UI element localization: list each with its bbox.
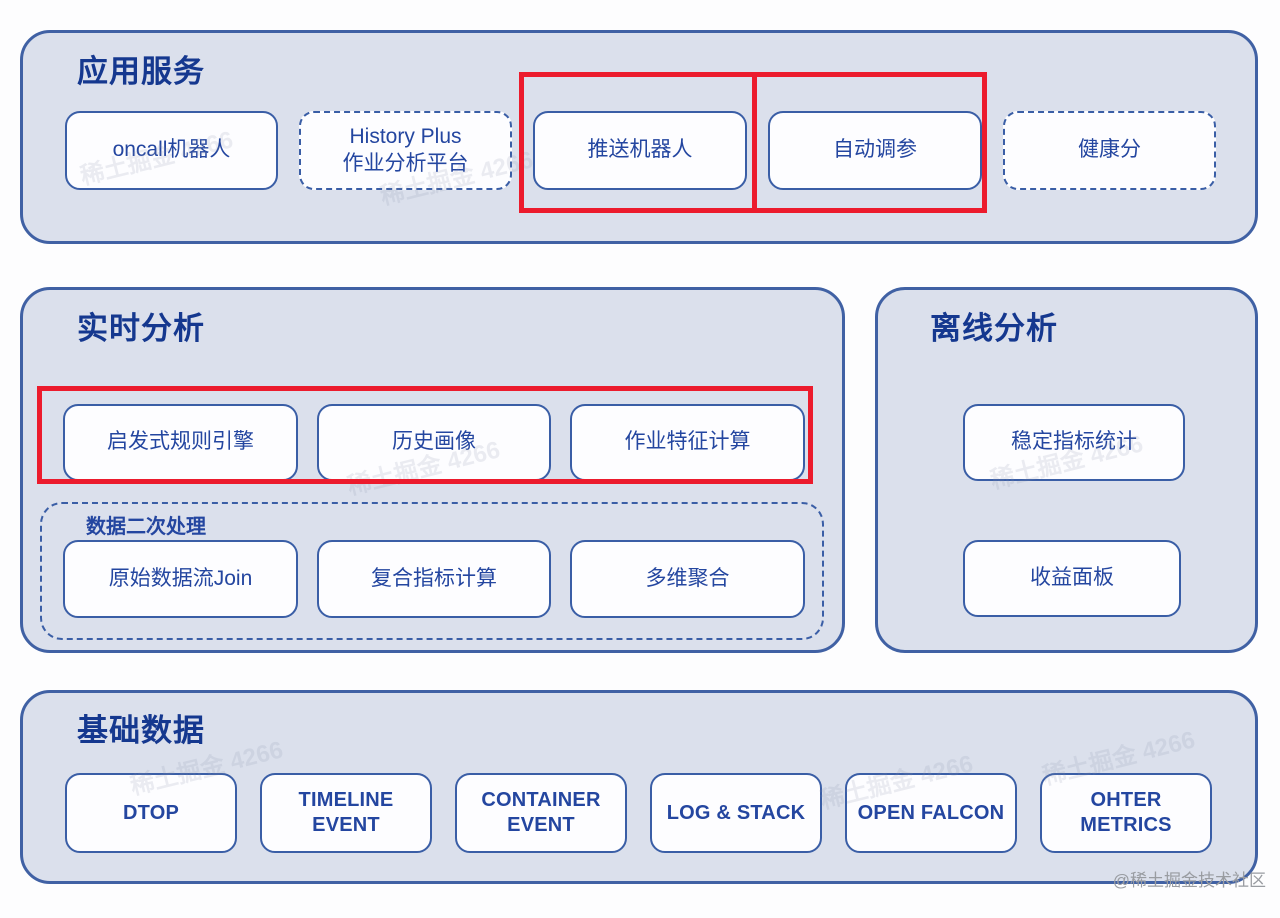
node-composite-metric-computation: 复合指标计算: [317, 540, 551, 618]
node-history-plus-line2: 作业分析平台: [342, 151, 469, 175]
node-container-event: CONTAINER EVENT: [455, 773, 627, 853]
node-revenue-panel-label: 收益面板: [1030, 566, 1114, 590]
node-heuristic-rule-engine: 启发式规则引擎: [63, 404, 298, 481]
node-stable-metric-stats: 稳定指标统计: [963, 404, 1185, 481]
node-auto-tuning-label: 自动调参: [833, 138, 917, 162]
juejin-watermark: @稀土掘金技术社区: [1112, 871, 1266, 890]
node-timeline-event-label: TIMELINE EVENT: [298, 789, 394, 836]
panel-base-data-title: 基础数据: [77, 713, 205, 748]
node-other-metrics-label: OHTER METRICS: [1080, 789, 1172, 836]
node-oncall-bot: oncall机器人: [65, 111, 278, 190]
group-secondary-data-processing-label: 数据二次处理: [86, 516, 206, 538]
node-revenue-panel: 收益面板: [963, 540, 1181, 617]
node-composite-metric-computation-label: 复合指标计算: [371, 566, 497, 590]
node-multidim-aggregation-label: 多维聚合: [645, 566, 730, 590]
node-auto-tuning: 自动调参: [768, 111, 982, 190]
node-open-falcon-label: OPEN FALCON: [857, 801, 1005, 824]
node-health-score: 健康分: [1003, 111, 1216, 190]
node-other-metrics: OHTER METRICS: [1040, 773, 1212, 853]
node-history-profile-label: 历史画像: [392, 430, 476, 454]
node-raw-stream-join: 原始数据流Join: [63, 540, 298, 618]
node-log-stack-label: LOG & STACK: [666, 801, 806, 824]
node-push-bot: 推送机器人: [533, 111, 747, 190]
panel-realtime-analysis: 实时分析 启发式规则引擎 历史画像 作业特征计算 数据二次处理 原始数据流Joi…: [20, 287, 845, 653]
panel-offline-analysis-title: 离线分析: [930, 311, 1058, 346]
node-open-falcon: OPEN FALCON: [845, 773, 1017, 853]
node-log-stack: LOG & STACK: [650, 773, 822, 853]
group-secondary-data-processing: 数据二次处理: [40, 502, 824, 640]
panel-base-data: 基础数据 DTOP TIMELINE EVENT CONTAINER EVENT…: [20, 690, 1258, 884]
node-health-score-label: 健康分: [1078, 138, 1141, 162]
panel-offline-analysis: 离线分析 稳定指标统计 收益面板: [875, 287, 1258, 653]
node-dtop: DTOP: [65, 773, 237, 853]
node-job-feature-computation: 作业特征计算: [570, 404, 805, 481]
node-multidim-aggregation: 多维聚合: [570, 540, 805, 618]
node-oncall-bot-label: oncall机器人: [112, 138, 231, 162]
node-push-bot-label: 推送机器人: [587, 138, 693, 162]
panel-app-services: 应用服务 oncall机器人 History Plus 作业分析平台 推送机器人…: [20, 30, 1258, 244]
panel-realtime-analysis-title: 实时分析: [77, 311, 205, 346]
node-history-plus-platform: History Plus 作业分析平台: [299, 111, 512, 190]
node-stable-metric-stats-label: 稳定指标统计: [1011, 430, 1137, 454]
node-history-plus-line1: History Plus: [349, 125, 462, 149]
node-job-feature-computation-label: 作业特征计算: [624, 430, 751, 454]
node-container-event-label: CONTAINER EVENT: [481, 789, 601, 836]
node-dtop-label: DTOP: [123, 801, 179, 824]
panel-app-services-title: 应用服务: [77, 54, 205, 89]
node-history-profile: 历史画像: [317, 404, 551, 481]
node-raw-stream-join-label: 原始数据流Join: [108, 566, 253, 590]
node-heuristic-rule-engine-label: 启发式规则引擎: [107, 430, 254, 454]
node-timeline-event: TIMELINE EVENT: [260, 773, 432, 853]
